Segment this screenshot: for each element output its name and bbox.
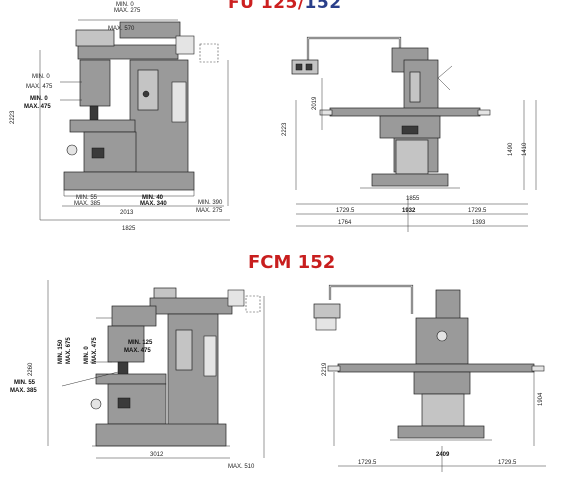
fcm-side-label-b-min: MIN. 0 <box>84 346 90 364</box>
fu-front-knee <box>395 139 429 175</box>
fu-side-label-bottom-max1: MAX. 385 <box>74 201 101 207</box>
fu-front-label-center: 1932 <box>402 208 416 214</box>
fu-side-label-left-min2: MIN. 0 <box>30 96 48 102</box>
fcm-front-label-right: 1729.5 <box>498 460 517 466</box>
fu-side-head <box>79 59 111 107</box>
fu-side-base <box>63 171 195 191</box>
fu-side-column-panel <box>137 69 159 111</box>
fcm-side-label-c-min: MIN. 125 <box>128 340 153 346</box>
fcm-front-saddle <box>413 371 471 395</box>
fcm-side-label-d-min: MIN. 55 <box>14 380 36 386</box>
fu-side-overarm <box>77 44 179 60</box>
fcm-front-label-h1: 2219 <box>322 362 328 376</box>
fcm-side-overarm <box>111 305 157 327</box>
fcm-front-label-center: 2409 <box>436 452 450 458</box>
fcm-side-knee <box>107 383 167 425</box>
fcm-side-head <box>107 325 145 363</box>
fu-side-handwheel <box>142 90 150 98</box>
fu-side-knee-crank <box>66 144 78 156</box>
fcm-side-base <box>95 423 227 447</box>
fu-side-label-bottom-min1: MIN. 55 <box>76 195 98 201</box>
fcm-side-label-c-max: MAX. 475 <box>124 348 151 354</box>
fu-front-view: 2223 2019 1490 1410 1855 1729.5 1932 172… <box>282 36 537 232</box>
fu-side-label-left-max: MAX. 475 <box>26 84 53 90</box>
fu-side-label-bottom-max2: MAX. 340 <box>140 201 167 207</box>
fu-front-lamp-arm <box>306 36 402 62</box>
fu-front-table <box>329 107 481 117</box>
fcm-side-ram <box>149 297 233 315</box>
fu-side-view: MIN. 0 MAX. 275 MAX. 570 MIN. 0 MAX. 475… <box>10 2 230 232</box>
fu-front-lever <box>437 65 453 79</box>
title-fcm-152: FCM 152 <box>248 252 336 273</box>
fu-side-label-top-max: MAX. 570 <box>108 26 135 32</box>
fcm-side-table <box>95 373 167 385</box>
fu-side-label-overall: 1825 <box>122 226 136 232</box>
title-fu-suffix: 152 <box>304 0 342 13</box>
fcm-side-label-a-max: MAX. 675 <box>66 337 72 364</box>
fu-side-label-bottom-min2: MIN. 40 <box>142 195 164 201</box>
fu-side-label-height: 2223 <box>10 110 16 124</box>
fu-front-table-handwheel-right <box>477 109 491 116</box>
fcm-side-clearance-box <box>245 295 261 313</box>
fu-side-label-right-max: MAX. 275 <box>196 208 223 214</box>
fu-side-label-left-max2: MAX. 475 <box>24 104 51 110</box>
fcm-side-label-bottom-max: MAX. 510 <box>228 464 255 470</box>
fcm-front-base <box>397 425 485 439</box>
fu-side-table <box>69 119 136 133</box>
fu-front-label-h1: 2223 <box>282 122 288 136</box>
fcm-side-electrical-box <box>203 335 217 377</box>
fcm-side-label-depth: 3012 <box>150 452 164 458</box>
fu-front-label-h2: 2019 <box>312 96 318 110</box>
title-fu-part: FU 125/ <box>228 0 305 13</box>
fu-front-label-left: 1729.5 <box>336 208 355 214</box>
fu-front-label-bottom-right: 1393 <box>472 220 486 226</box>
fcm-side-view: 2260 MIN. 150 MAX. 675 MIN. 0 MAX. 475 M… <box>10 280 265 470</box>
fcm-side-box <box>227 289 245 307</box>
fcm-side-label-b-max: MAX. 475 <box>92 337 98 364</box>
fu-side-knee-control <box>91 147 105 159</box>
fu-front-label-h4: 1410 <box>522 142 528 156</box>
fu-side-label-left-min: MIN. 0 <box>32 74 50 80</box>
fcm-front-view: 2219 1904 1729.5 2409 1729.5 <box>313 284 546 472</box>
fu-front-label-right: 1729.5 <box>468 208 487 214</box>
fu-side-spindle <box>89 105 99 121</box>
fu-side-overarm-head <box>75 29 115 47</box>
fcm-side-knee-crank <box>90 398 102 410</box>
fcm-front-lamp-arm <box>328 284 414 314</box>
fu-side-label-top-min: MIN. 0 <box>116 2 134 8</box>
fcm-front-label-left: 1729.5 <box>358 460 377 466</box>
fcm-side-label-a-min: MIN. 150 <box>58 339 64 364</box>
fcm-front-motor <box>435 289 461 321</box>
fu-front-control-pendant <box>291 59 319 75</box>
fcm-front-label-h2: 1904 <box>538 392 544 406</box>
fu-side-label-right-min: MIN. 390 <box>198 200 223 206</box>
fcm-side-label-d-max: MAX. 385 <box>10 388 37 394</box>
fu-side-ram <box>119 21 181 39</box>
fcm-front-table <box>337 363 535 373</box>
fu-side-electrical-box <box>171 81 187 123</box>
fu-side-label-top-min-val: MAX. 275 <box>114 8 141 14</box>
fu-front-label-width-top: 1855 <box>406 196 420 202</box>
fu-side-clearance-box <box>199 43 219 63</box>
fcm-side-leader <box>61 371 119 387</box>
fcm-front-knee <box>421 393 465 427</box>
fcm-side-label-height: 2260 <box>28 362 34 376</box>
title-fu-125-152: FU 125/152 <box>228 0 342 13</box>
fu-front-head <box>403 59 439 117</box>
fu-front-label-h3: 1490 <box>508 142 514 156</box>
fu-front-label-bottom-left: 1764 <box>338 220 352 226</box>
fu-side-motor-box <box>175 35 195 55</box>
fcm-front-control-pendant <box>313 303 341 319</box>
fu-side-base-foot <box>63 190 195 197</box>
fu-side-label-depth: 2013 <box>120 210 134 216</box>
fu-front-base <box>371 173 449 187</box>
fu-front-table-handwheel-left <box>319 109 333 116</box>
